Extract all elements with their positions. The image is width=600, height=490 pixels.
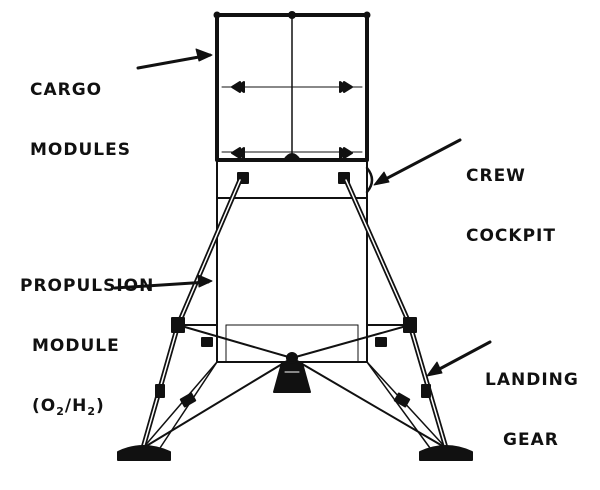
landing-label-line2: GEAR bbox=[503, 430, 559, 450]
lander-diagram: CARGO MODULES CREW COCKPIT PROPULSION MO… bbox=[20, 11, 578, 461]
propulsion-arrow bbox=[113, 280, 210, 290]
crew-cockpit-drawing bbox=[216, 159, 374, 199]
propulsion-label-line2: MODULE bbox=[32, 336, 120, 356]
cargo-modules-drawing bbox=[213, 11, 371, 162]
landing-gear-drawing bbox=[117, 177, 473, 461]
propellant-formula: (O2/H2) bbox=[20, 396, 154, 418]
cargo-label-line2: MODULES bbox=[30, 140, 131, 160]
crew-label-line2: COCKPIT bbox=[466, 226, 556, 246]
crew-cockpit-label: CREW COCKPIT bbox=[466, 126, 556, 286]
formula-subscript-1: 2 bbox=[56, 405, 65, 418]
cargo-modules-label: CARGO MODULES bbox=[30, 40, 131, 200]
lander-drawing bbox=[113, 11, 492, 461]
landing-arrow bbox=[430, 340, 492, 375]
formula-subscript-2: 2 bbox=[87, 405, 96, 418]
propulsion-label-line1: PROPULSION bbox=[20, 276, 155, 296]
label-arrows bbox=[113, 48, 492, 377]
crew-arrow bbox=[376, 138, 462, 185]
landing-label-line1: LANDING bbox=[485, 370, 579, 390]
propulsion-module-label: PROPULSION MODULE (O2/H2) bbox=[20, 236, 154, 458]
landing-gear-label: LANDING GEAR bbox=[485, 330, 579, 490]
formula-mid: /H bbox=[64, 396, 88, 416]
formula-open: (O bbox=[32, 396, 57, 416]
crew-label-line1: CREW bbox=[466, 166, 526, 186]
cargo-label-line1: CARGO bbox=[30, 80, 103, 100]
formula-close: ) bbox=[95, 396, 105, 416]
